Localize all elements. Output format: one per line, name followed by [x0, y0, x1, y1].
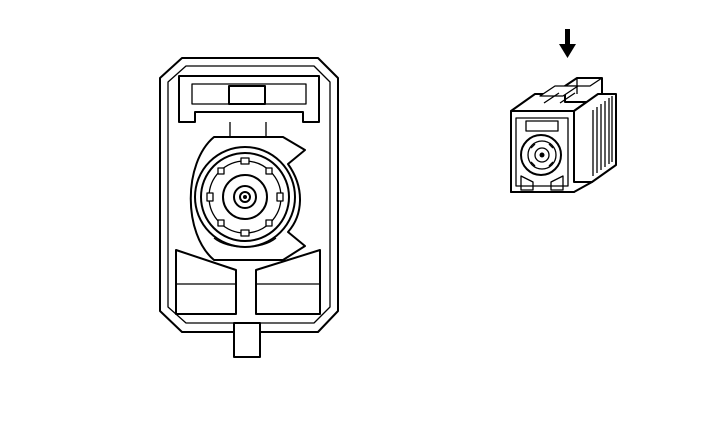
housing-inner-outline: [167, 65, 331, 324]
lower-left-pocket: [175, 249, 237, 315]
top-latch: [178, 75, 320, 123]
socket-key-notches: [206, 157, 284, 237]
socket-body: [189, 136, 306, 261]
latch-stem: [229, 122, 267, 137]
iso-side-ribs: [592, 96, 613, 176]
down-arrow-icon: [559, 29, 576, 58]
center-pin-tip: [243, 195, 247, 199]
housing-outline: [159, 57, 339, 333]
socket-base-arc: [213, 237, 277, 248]
iso-side-face: [573, 93, 617, 183]
connector-front-view: [159, 57, 339, 358]
center-contact-ring: [233, 185, 257, 209]
center-insulator: [222, 174, 268, 220]
socket-inner-ring: [200, 152, 290, 242]
latch-bar: [191, 83, 307, 105]
lower-right-pocket: [255, 249, 321, 315]
iso-latch-window: [525, 120, 559, 132]
center-pin: [239, 191, 251, 203]
iso-center-pin: [539, 152, 545, 158]
bottom-terminal: [233, 322, 261, 358]
iso-bottom-notches: [520, 175, 564, 191]
iso-socket-ring: [520, 134, 562, 176]
connector-isometric-view: [510, 77, 617, 193]
latch-tab: [228, 85, 266, 105]
iso-front-bevel: [515, 117, 569, 187]
iso-center-insulator: [534, 147, 550, 163]
iso-socket-inner: [527, 140, 557, 170]
